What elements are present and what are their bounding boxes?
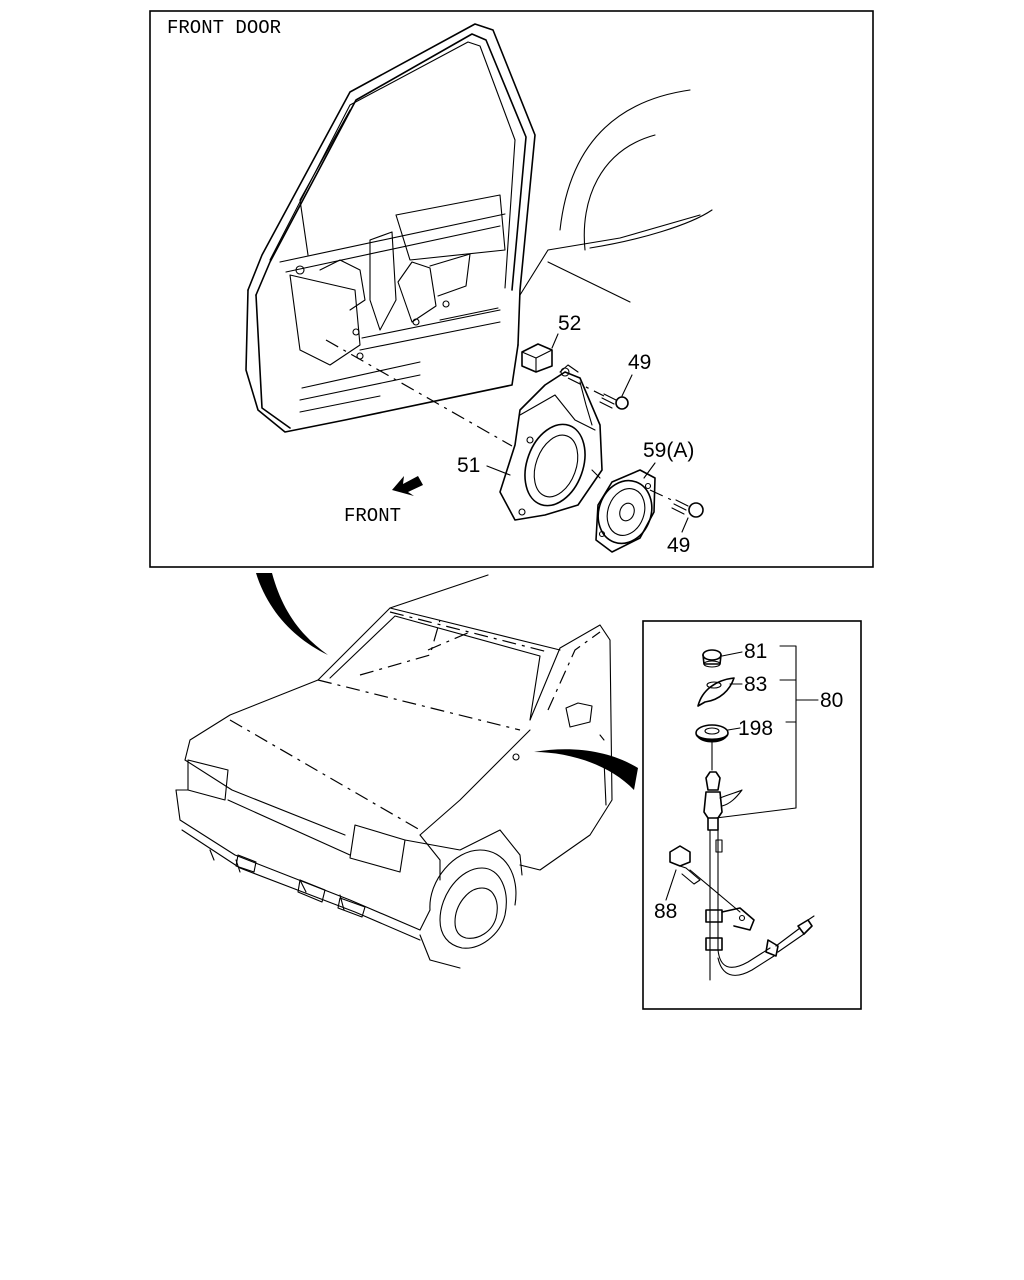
speaker-59a: [595, 469, 656, 553]
assembly-centerline: [325, 339, 513, 447]
leader-52: [551, 333, 559, 349]
front-direction-arrow: [392, 476, 423, 496]
vehicle-body-background: [519, 89, 713, 303]
clip-52: [521, 343, 553, 373]
front-door-title: FRONT DOOR: [167, 17, 281, 39]
washer-83: [697, 677, 735, 707]
leader-49-upper: [621, 374, 633, 397]
screw-49-upper: [599, 393, 629, 410]
callout-49-lower: 49: [667, 534, 690, 557]
bolt-88-axis: [689, 869, 741, 913]
callout-51: 51: [457, 454, 480, 477]
front-direction-label: FRONT: [344, 505, 401, 527]
callout-52: 52: [558, 312, 581, 335]
callout-80: 80: [820, 689, 843, 712]
callout-49-upper: 49: [628, 351, 651, 374]
callout-59a: 59(A): [643, 439, 694, 462]
leader-88: [665, 869, 677, 901]
door-shell: [245, 23, 536, 433]
leader-198: [727, 727, 741, 731]
speaker-bracket-51: [499, 364, 603, 521]
antenna-inset: 81 83 198 80: [642, 620, 862, 1010]
front-door-frame: [149, 10, 874, 568]
pointer-to-door: [256, 573, 328, 655]
vehicle-front-view: [175, 574, 613, 969]
callout-81: 81: [744, 640, 767, 663]
callout-88: 88: [654, 900, 677, 923]
bracket-80: [715, 645, 797, 819]
bolt-88: [669, 845, 701, 885]
screw-49-lower-axis: [649, 489, 677, 503]
screw-49-lower: [671, 499, 704, 518]
antenna-frame: [642, 620, 862, 1010]
grommet-198: [695, 724, 729, 743]
pointer-to-antenna: [534, 749, 638, 790]
leader-51: [486, 465, 511, 476]
callout-83: 83: [744, 673, 767, 696]
nut-81: [702, 649, 722, 668]
callout-198: 198: [738, 717, 773, 740]
leader-49-lower: [681, 517, 689, 533]
front-door-inset: FRONT DOOR: [149, 10, 874, 568]
leader-81: [721, 651, 743, 657]
leader-59a: [643, 462, 656, 479]
antenna-assembly: [703, 741, 815, 981]
screw-49-upper-axis: [567, 377, 605, 397]
